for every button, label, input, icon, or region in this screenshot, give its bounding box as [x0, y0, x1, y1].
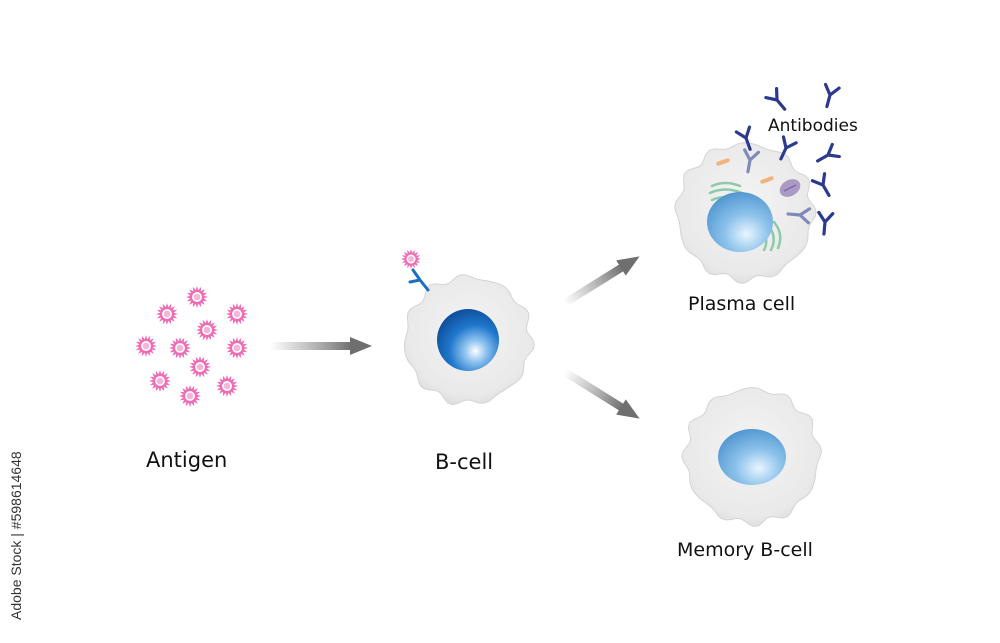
antibodies-label: Antibodies — [768, 116, 858, 136]
arrow-icon — [270, 337, 372, 355]
antigen-icon — [401, 249, 421, 269]
antigen-icon — [169, 337, 191, 359]
antigen-icon — [189, 356, 211, 378]
arrow-icon — [562, 368, 640, 419]
stock-watermark: Adobe Stock | #598614648 — [8, 451, 24, 620]
antigen-cluster — [135, 286, 248, 407]
b-cell-icon — [401, 249, 535, 406]
antigen-icon — [226, 303, 248, 325]
b-cell-label: B-cell — [435, 450, 494, 474]
memory-b-cell-label: Memory B-cell — [677, 539, 813, 561]
antigen-label: Antigen — [146, 448, 228, 472]
antigen-icon — [216, 375, 238, 397]
antigen-icon — [156, 303, 178, 325]
antigen-icon — [196, 319, 218, 341]
antigen-icon — [226, 337, 248, 359]
memory-b-cell-icon — [681, 387, 822, 528]
plasma-cell-label: Plasma cell — [688, 293, 796, 315]
antigen-icon — [135, 335, 157, 357]
antigen-icon — [179, 385, 201, 407]
plasma-cell-icon — [674, 142, 817, 285]
antigen-icon — [149, 370, 171, 392]
arrow-icon — [562, 256, 640, 307]
antigen-icon — [186, 286, 208, 308]
